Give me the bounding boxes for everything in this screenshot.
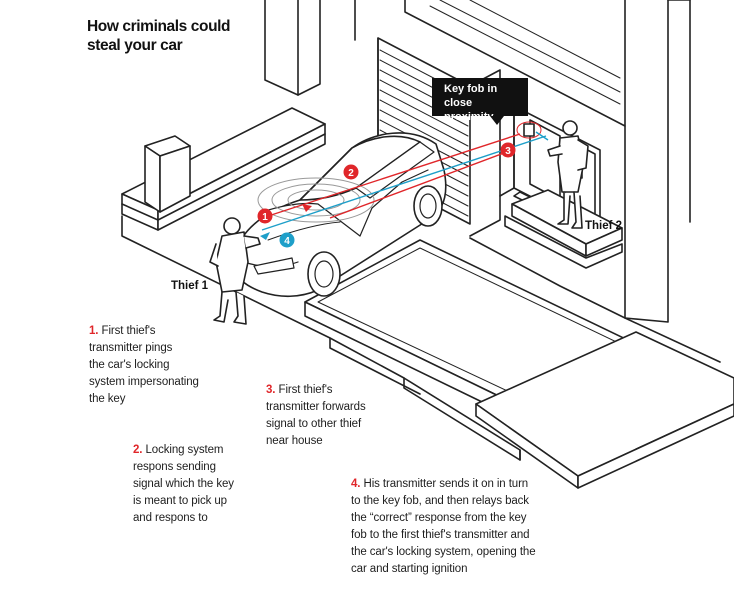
step-1: 1. First thief's transmitter pings the c… [89,323,199,408]
key-fob [516,121,542,139]
thief-1-label: Thief 1 [171,280,209,292]
callout-pointer [490,116,504,125]
step-4-line: the “correct” response from the key [351,512,527,524]
step-4-line: to the key fob, and then relays back [351,495,529,507]
callout-line-2: proximity [444,111,494,123]
house-side-wall [264,0,356,96]
step-3-line: transmitter forwards [266,401,366,413]
step-3-line: First thief's [278,384,333,396]
step-3-line: signal to other thief [266,418,362,430]
svg-text:3: 3 [505,146,511,157]
red-relay-line [261,133,521,219]
svg-text:2: 2 [348,168,354,179]
thief-1-figure [209,217,261,325]
signal-arrows [260,131,549,240]
step-3: 3. First thief's transmitter forwards si… [266,382,366,450]
svg-text:4: 4 [284,236,290,247]
step-1-line: the car's locking [89,359,170,371]
step-2: 2. Locking system respons sending signal… [133,442,234,527]
callout-line-1: Key fob in close [444,83,498,109]
step-4-line: the car's locking system, opening the [351,546,536,558]
step-2-line: signal which the key [133,478,234,490]
step-2-line: is meant to pick up [133,495,227,507]
red-arrowhead [302,204,312,212]
lower-planter [475,331,734,489]
pavement-edge [403,377,521,461]
red-return-line [329,149,513,219]
step-1-line: the key [89,393,126,405]
step-4-number: 4. [351,478,361,490]
blue-return-line [535,131,549,141]
key-fob-callout: Key fob in close proximity [432,78,528,123]
thief-2-figure [547,120,589,229]
title-line-1: How criminals could [87,18,231,35]
step-1-line: system impersonating [89,376,199,388]
marker-4: 4 [279,232,295,248]
page-title: How criminals could steal your car [87,17,231,55]
step-1-number: 1. [89,325,99,337]
step-2-number: 2. [133,444,143,456]
thief-2-label: Thief 2 [585,220,623,232]
step-3-line: near house [266,435,323,447]
signal-waves [257,177,375,223]
step-4-line: His transmitter sends it on in turn [363,478,529,490]
step-4-line: fob to the first thief's transmitter and [351,529,530,541]
blue-relay-line [261,135,547,231]
gate-pillar [144,135,191,213]
step-2-line: Locking system [145,444,224,456]
house-facade [404,0,691,323]
step-4-line: car and starting ignition [351,563,468,575]
step-2-line: and respons to [133,512,208,524]
svg-text:1: 1 [262,212,268,223]
step-4: 4. His transmitter sends it on in turn t… [351,476,536,578]
title-line-2: steal your car [87,37,183,54]
step-3-number: 3. [266,384,276,396]
marker-2: 2 [343,164,359,180]
step-1-line: transmitter pings [89,342,173,354]
step-2-line: respons sending [133,461,216,473]
blue-arrowhead [260,232,270,240]
marker-3: 3 [500,142,516,158]
marker-1: 1 [257,208,273,224]
step-1-line: First thief's [101,325,156,337]
